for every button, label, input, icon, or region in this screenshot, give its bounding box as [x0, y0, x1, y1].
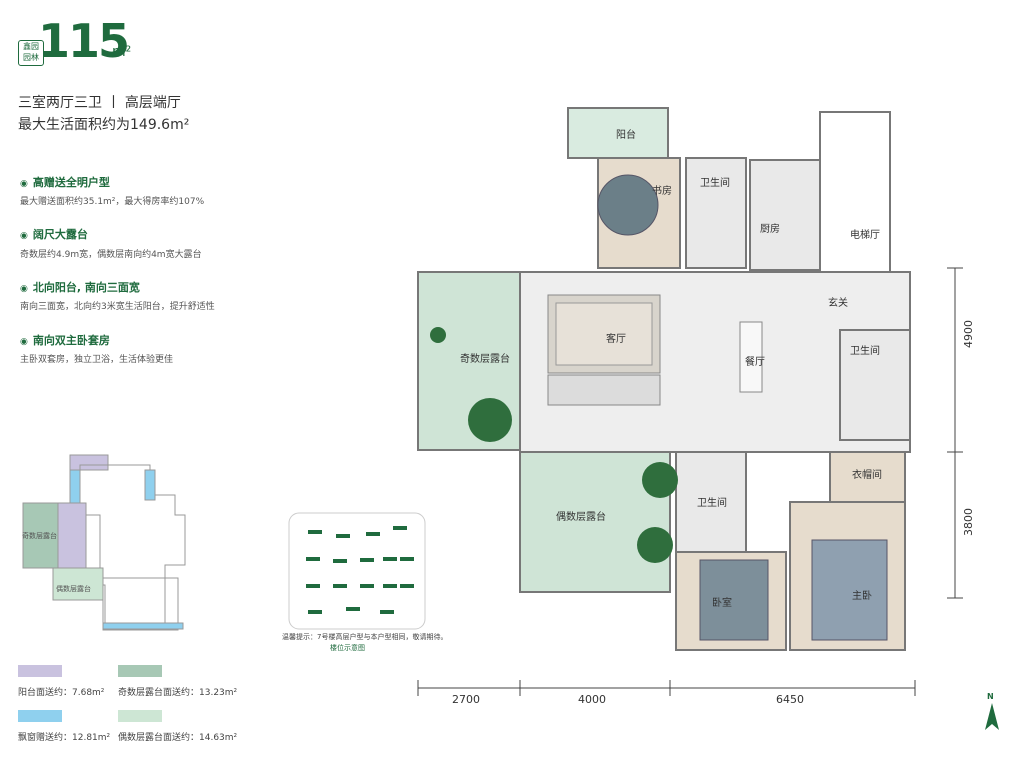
feature-desc-2: 奇数层约4.9m宽，偶数层南向约4m宽大露台: [20, 250, 202, 260]
legend-swatch-balcony: [18, 665, 62, 677]
legend-text-balcony: 阳台面送约：7.68m²: [18, 688, 105, 698]
location-note: 温馨提示：7号楼高层户型与本户型相同，敬请期待。: [282, 633, 448, 641]
feature-title-1: 高赠送全明户型: [20, 174, 110, 190]
room-foyer: 玄关: [828, 298, 848, 309]
mini-key-plan: [22, 454, 186, 631]
room-even-terrace: 偶数层露台: [556, 512, 606, 523]
room-bath-3: 卫生间: [850, 346, 880, 357]
dim-bottom-3: 6450: [776, 693, 804, 706]
brand-badge: 鑫园 园林: [18, 40, 44, 66]
room-bedroom: 卧室: [712, 598, 732, 609]
room-dining: 餐厅: [745, 357, 765, 368]
layout-subtitle: 三室两厅三卫 丨 高层端厅: [18, 95, 181, 111]
feature-desc-3: 南向三面宽，北向约3米宽生活阳台，提升舒适性: [20, 302, 215, 312]
room-balcony: 阳台: [616, 130, 636, 141]
mini-even-terrace-label: 偶数层露台: [56, 585, 91, 593]
room-kitchen: 厨房: [760, 224, 780, 235]
legend-text-odd-terrace: 奇数层露台面送约：13.23m²: [118, 688, 238, 698]
room-odd-terrace: 奇数层露台: [460, 354, 510, 365]
mini-odd-terrace-label: 奇数层露台: [22, 532, 57, 540]
dim-right-2: 3800: [962, 508, 975, 536]
room-study: 书房: [652, 186, 672, 197]
feature-desc-1: 最大赠送面积约35.1m²，最大得房率约107%: [20, 197, 205, 207]
room-bath-2: 卫生间: [697, 498, 727, 509]
legend-text-even-terrace: 偶数层露台面送约：14.63m²: [118, 733, 238, 743]
north-arrow-icon: [985, 703, 999, 730]
room-closet: 衣帽间: [852, 470, 882, 481]
dim-bottom-2: 4000: [578, 693, 606, 706]
feature-desc-4: 主卧双套房，独立卫浴，生活体验更佳: [20, 355, 174, 365]
area-number: 115: [38, 14, 130, 68]
feature-title-2: 阔尺大露台: [20, 226, 88, 242]
dim-bottom-1: 2700: [452, 693, 480, 706]
compass-label: N: [987, 692, 994, 701]
legend-swatch-odd-terrace: [118, 665, 162, 677]
legend-swatch-bay-window: [18, 710, 62, 722]
legend-text-bay-window: 飘窗赠送约：12.81m²: [18, 733, 111, 743]
room-bath-1: 卫生间: [700, 178, 730, 189]
room-elevator: 电梯厅: [850, 230, 880, 241]
legend-swatch-even-terrace: [118, 710, 162, 722]
max-area-subtitle: 最大生活面积约为149.6m²: [18, 117, 190, 133]
location-diagram: [288, 512, 426, 630]
room-master: 主卧: [852, 591, 872, 602]
room-living: 客厅: [606, 334, 626, 345]
area-unit: m²: [112, 44, 132, 60]
location-caption: 楼位示意图: [330, 644, 365, 652]
dim-right-1: 4900: [962, 320, 975, 348]
feature-title-3: 北向阳台, 南向三面宽: [20, 279, 140, 295]
feature-title-4: 南向双主卧套房: [20, 332, 110, 348]
